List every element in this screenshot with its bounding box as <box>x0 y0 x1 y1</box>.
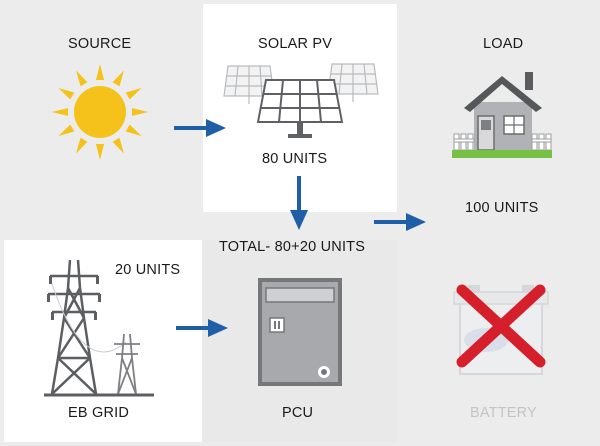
source-label: SOURCE <box>68 36 132 52</box>
pcu-cabinet-icon <box>258 278 342 386</box>
load-label: LOAD <box>483 36 524 52</box>
eb-grid-label: EB GRID <box>68 405 130 421</box>
solar-pv-label: SOLAR PV <box>258 36 333 52</box>
grid-units-label: 20 UNITS <box>115 262 181 278</box>
arrow-icon <box>374 213 426 231</box>
battery-icon <box>453 285 549 375</box>
eb-grid-box <box>4 240 202 442</box>
house-icon <box>452 72 552 158</box>
total-label: TOTAL- 80+20 UNITS <box>219 239 366 255</box>
arrow-icon <box>290 176 308 230</box>
solar-units-label: 80 UNITS <box>262 151 328 167</box>
arrow-icon <box>174 119 226 137</box>
pcu-label: PCU <box>282 405 314 421</box>
arrow-icon <box>176 319 228 337</box>
sun-icon <box>52 64 148 160</box>
battery-label: BATTERY <box>470 405 537 421</box>
solar-panel-icon <box>223 63 379 138</box>
transmission-tower-icon <box>44 259 154 397</box>
load-units-label: 100 UNITS <box>465 200 539 216</box>
cross-icon <box>456 284 546 368</box>
